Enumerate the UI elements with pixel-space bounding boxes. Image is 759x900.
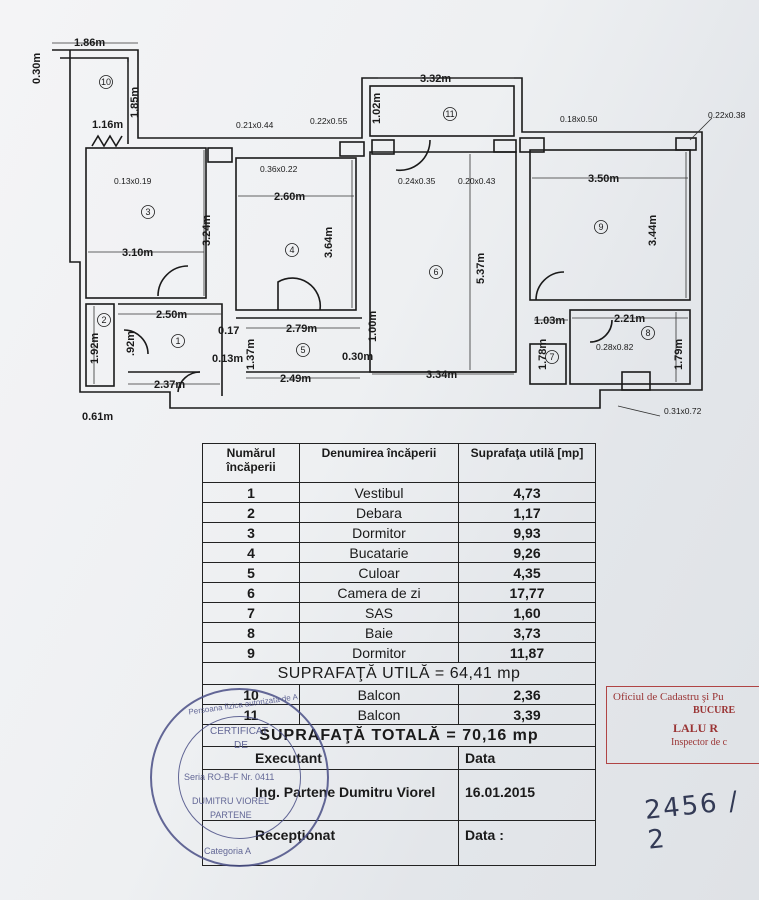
room-9-walls: [529, 149, 691, 301]
dim-label: 1.02m: [371, 93, 383, 124]
dim-label: 0.21x0.44: [236, 120, 274, 130]
table-row: 7 SAS 1,60: [202, 602, 596, 623]
round-stamp: Persoana fizica autorizata de ANCPI sa e…: [150, 688, 329, 867]
room-2-walls: [85, 303, 115, 387]
cadastre-office-stamp: Oficiul de Cadastru şi Pu BUCURE LALU R …: [606, 686, 759, 764]
table-row: 5 Culoar 4,35: [202, 562, 596, 583]
dim-label: .92m: [125, 331, 137, 356]
table-row: 3 Dormitor 9,93: [202, 522, 596, 543]
dim-label: 3.44m: [647, 215, 659, 246]
dim-label: 0.30m: [342, 351, 373, 363]
dim-label: 1.92m: [89, 333, 101, 364]
dim-label: 2.79m: [286, 323, 317, 335]
table-row: 2 Debara 1,17: [202, 502, 596, 523]
room-number-9: 9: [598, 222, 603, 232]
room-number-5: 5: [300, 345, 305, 355]
room-number-7: 7: [549, 352, 554, 362]
dim-label: 1.86m: [74, 37, 105, 49]
room-number-10: 10: [101, 77, 111, 87]
dim-label: 5.37m: [475, 253, 487, 284]
room-number-8: 8: [645, 328, 650, 338]
dim-label: 1.78m: [537, 339, 549, 370]
room-11-walls: [369, 85, 515, 137]
table-row: 4 Bucatarie 9,26: [202, 542, 596, 563]
dim-label: 1.37m: [245, 339, 257, 370]
dim-label: 0.13x0.19: [114, 176, 152, 186]
dim-label: 0.61m: [82, 411, 113, 423]
dim-label: 1.85m: [129, 87, 141, 118]
header-useful-area: Suprafaţa utilă [mp]: [458, 443, 596, 483]
table-row: 1 Vestibul 4,73: [202, 482, 596, 503]
table-header-row: Numărul încăperii Denumirea încăperii Su…: [202, 443, 596, 483]
useful-area-total-row: SUPRAFAŢĂ UTILĂ = 64,41 mp: [202, 662, 596, 685]
room-number-1: 1: [175, 336, 180, 346]
header-room-name: Denumirea încăperii: [299, 443, 459, 483]
date-label: Data: [458, 746, 596, 770]
room-number-2: 2: [101, 315, 106, 325]
room-number-11: 11: [445, 109, 454, 119]
dim-label: 1.16m: [92, 119, 123, 131]
dim-label: 2.37m: [154, 379, 185, 391]
dim-label: 2.49m: [280, 373, 311, 385]
dim-label: 3.50m: [588, 173, 619, 185]
dim-label: 0.22x0.38: [708, 110, 746, 120]
room-3-walls: [85, 147, 207, 299]
outer-wall: [52, 49, 703, 409]
floor-plan: 10 3 4 6 11 9 1 2 5 7 8 1.86m 0.30m 1.85…: [31, 37, 746, 423]
dim-label: 3.24m: [201, 215, 213, 246]
table-row: 6 Camera de zi 17,77: [202, 582, 596, 603]
dim-label: 0.18x0.50: [560, 114, 598, 124]
dim-label: 0.20x0.43: [458, 176, 496, 186]
executant-date: 16.01.2015: [458, 769, 596, 821]
useful-area-total: SUPRAFAŢĂ UTILĂ = 64,41 mp: [202, 662, 596, 685]
room-number-6: 6: [433, 267, 438, 277]
room-number-4: 4: [289, 245, 294, 255]
dim-label: 2.50m: [156, 309, 187, 321]
dim-label: 0.28x0.82: [596, 342, 634, 352]
dim-label: 2.21m: [614, 313, 645, 325]
dim-label: 1.79m: [673, 339, 685, 370]
header-room-number: Numărul încăperii: [202, 443, 300, 483]
dim-label: 0.13m: [212, 353, 243, 365]
room-7-walls: [529, 343, 567, 385]
dim-label: 0.24x0.35: [398, 176, 436, 186]
dim-label: 1.00m: [367, 311, 379, 342]
dim-label: 0.17: [218, 325, 239, 337]
room-8-walls: [569, 309, 691, 385]
table-row: 8 Baie 3,73: [202, 622, 596, 643]
room-number-3: 3: [145, 207, 150, 217]
table-row: 9 Dormitor 11,87: [202, 642, 596, 663]
handwritten-number: 2456 / 2: [643, 786, 741, 856]
receptionat-date-label: Data :: [458, 820, 596, 866]
dim-label: 0.31x0.72: [664, 406, 702, 416]
dim-label: 0.30m: [31, 53, 43, 84]
dim-label: 0.36x0.22: [260, 164, 298, 174]
dim-label: 3.10m: [122, 247, 153, 259]
dim-label: 3.34m: [426, 369, 457, 381]
dim-label: 3.64m: [323, 227, 335, 258]
dim-label: 0.22x0.55: [310, 116, 348, 126]
dim-label: 2.60m: [274, 191, 305, 203]
room-4-walls: [235, 157, 357, 311]
dim-label: 3.32m: [420, 73, 451, 85]
dim-label: 1.03m: [534, 315, 565, 327]
